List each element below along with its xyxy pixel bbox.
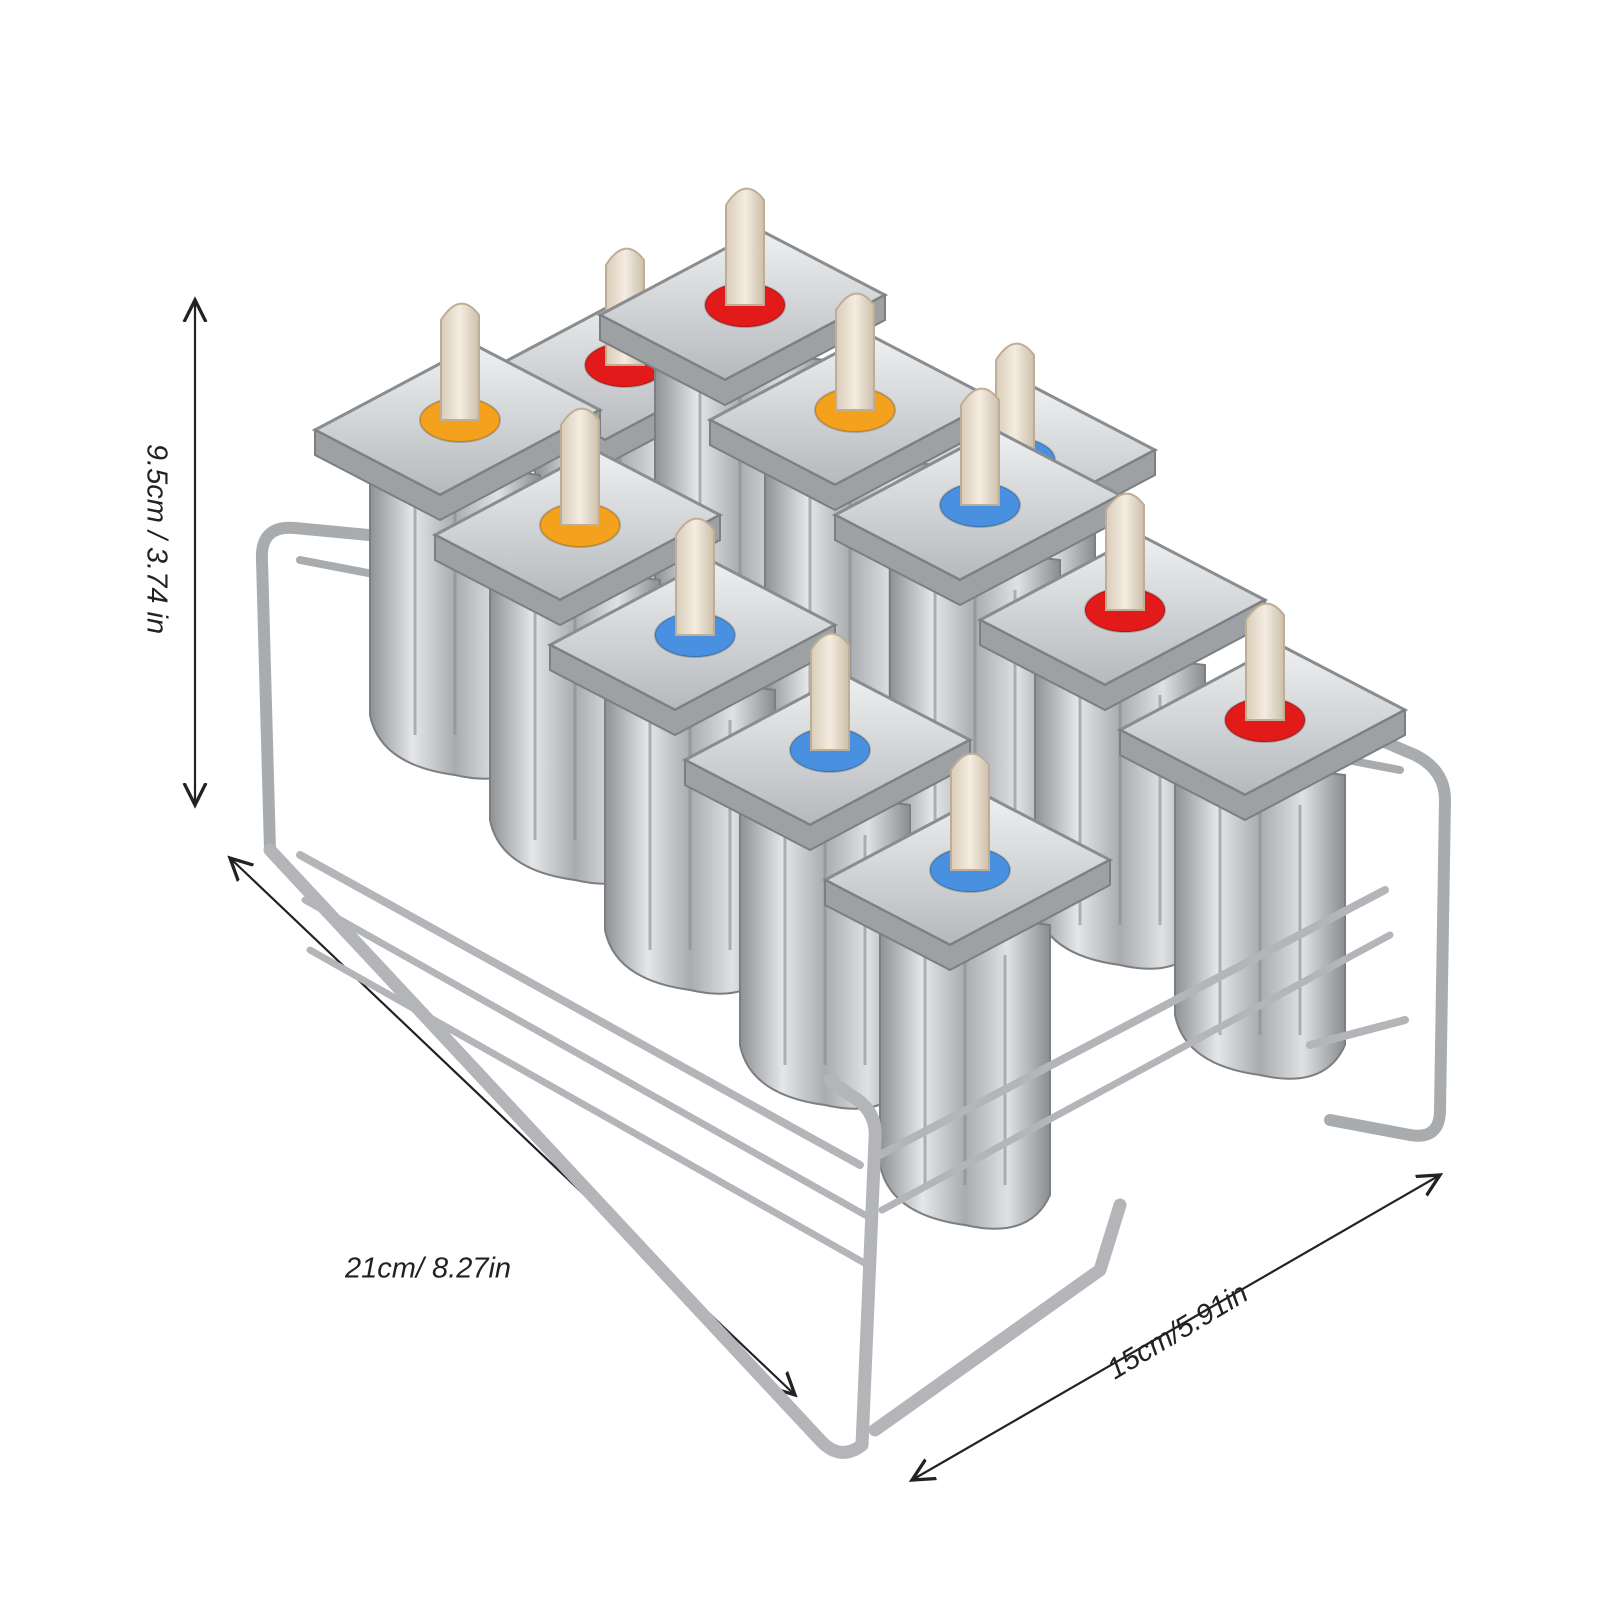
popsicle-mold	[1116, 602, 1409, 1080]
mold-lid-rim	[434, 513, 721, 627]
mold-group	[311, 187, 1409, 1230]
mold-lid-rim	[824, 858, 1111, 972]
popsicle-mold	[821, 752, 1114, 1230]
popsicle-mold	[546, 517, 839, 995]
wooden-stick	[440, 302, 480, 421]
height-dimension-label: 9.5cm / 3.74 in	[140, 443, 173, 635]
wooden-stick	[810, 632, 850, 751]
wooden-stick	[950, 752, 990, 871]
wooden-stick	[960, 387, 1000, 506]
wooden-stick	[675, 517, 715, 636]
mold-lid-rim	[1119, 708, 1406, 822]
wooden-stick	[835, 292, 875, 411]
wooden-stick	[1105, 492, 1145, 611]
wooden-stick	[995, 342, 1035, 461]
wooden-stick	[725, 187, 765, 306]
width-arrow	[912, 1175, 1440, 1480]
mold-lid-rim	[599, 293, 886, 407]
wooden-stick	[560, 407, 600, 526]
length-dimension-label: 21cm/ 8.27in	[344, 1252, 512, 1285]
wire-rack-front	[263, 843, 1409, 1459]
wooden-stick	[1245, 602, 1285, 721]
